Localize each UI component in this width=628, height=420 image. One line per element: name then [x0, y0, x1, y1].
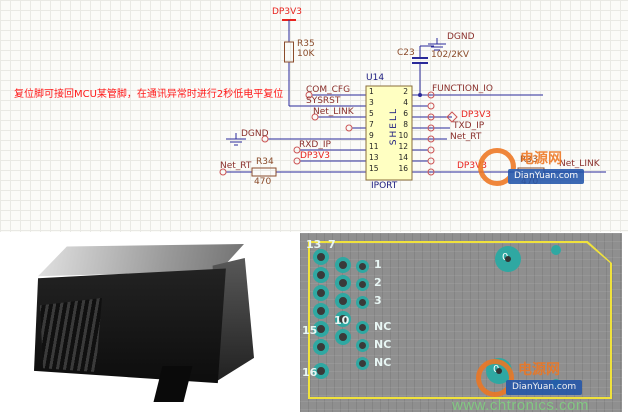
- pad-label: 7: [328, 238, 336, 251]
- pcb-inner-area: [310, 243, 610, 397]
- pin-number: 1: [369, 87, 374, 96]
- pcb-pad: [356, 278, 369, 291]
- pin-number: 10: [398, 131, 408, 140]
- net-label-net-rt-right: Net_RT: [450, 132, 482, 142]
- dianyuan-logo-icon: [478, 148, 516, 186]
- net-label-txd-ip: TXD_IP: [453, 121, 485, 131]
- pcb-pad: [335, 275, 351, 291]
- net-label-dp3v3-left: DP3V3: [300, 151, 330, 161]
- watermark-url: www.chtronics.com: [452, 397, 589, 414]
- pin-number: 5: [369, 109, 374, 118]
- pad-label: NC: [374, 338, 392, 351]
- dianyuan-brand-cn: 电源网: [520, 151, 562, 167]
- pin-number: 4: [403, 98, 408, 107]
- connector-photo: [30, 240, 255, 408]
- net-label-net-link-right: Net_LINK: [559, 159, 600, 169]
- pin-number: 15: [369, 164, 379, 173]
- net-label-function-io: FUNCTION_IO: [432, 84, 493, 94]
- pad-label: 16: [302, 366, 318, 379]
- ic-refdes: U14: [366, 73, 385, 83]
- pad-label: NC: [374, 320, 392, 333]
- pcb-mounting-hole: 0: [495, 246, 521, 272]
- net-label-dp3v3-top: DP3V3: [272, 7, 302, 17]
- ref-r33: R33: [520, 155, 538, 165]
- value-r34: 470: [254, 177, 272, 187]
- drill-mark: [505, 256, 511, 262]
- pin-number: 2: [403, 87, 408, 96]
- pcb-pad: [313, 303, 329, 319]
- ref-c23: C23: [397, 48, 415, 58]
- pcb-pad: [356, 296, 369, 309]
- pad-label: 1: [374, 258, 382, 271]
- pcb-pad: [356, 260, 369, 273]
- pcb-pad: [313, 285, 329, 301]
- dianyuan-logo-icon: [476, 359, 514, 397]
- pin-number: 8: [403, 120, 408, 129]
- pcb-pad: [335, 329, 351, 345]
- pin-number: 11: [369, 142, 379, 151]
- pcb-footprint: 13 7 1 2 3 10 NC NC NC 15 16 0 0: [300, 233, 622, 412]
- ref-r34: R34: [256, 157, 274, 167]
- dianyuan-brand-en: DianYuan.com: [508, 169, 585, 184]
- pad-label: 10: [334, 314, 350, 327]
- pcb-pad: [356, 321, 369, 334]
- pin-number: 9: [369, 131, 374, 140]
- net-label-com-cfg: COM_CFG: [306, 85, 351, 95]
- photo-pin-comb: [40, 298, 102, 372]
- net-label-dgnd-top: DGND: [447, 32, 475, 42]
- annotation-text: 复位脚可接回MCU某管脚，在通讯异常时进行2秒低电平复位: [14, 89, 284, 100]
- pin-number: 14: [398, 153, 408, 162]
- value-c23: 102/2KV: [431, 50, 469, 60]
- net-label-dp3v3-right-mid: DP3V3: [461, 110, 491, 120]
- dianyuan-watermark: 电源网 DianYuan.com: [476, 356, 583, 404]
- pcb-pad: [356, 339, 369, 352]
- pcb-pad: [356, 357, 369, 370]
- pcb-pad: [313, 363, 329, 379]
- net-label-sysrst: SYSRST: [306, 96, 341, 106]
- ic-name: IPORT: [371, 181, 398, 191]
- ref-r35: R35: [297, 39, 315, 49]
- pcb-pad: [335, 257, 351, 273]
- schematic-area: 复位脚可接回MCU某管脚，在通讯异常时进行2秒低电平复位 DP3V3 R35 1…: [0, 0, 628, 232]
- pcb-pad: [335, 311, 351, 327]
- pcb-pad: [313, 339, 329, 355]
- pad-label: 3: [374, 294, 382, 307]
- pad-label: 15: [302, 324, 318, 337]
- value-r35: 10K: [297, 49, 315, 59]
- pad-label: 2: [374, 276, 382, 289]
- dianyuan-brand-en: DianYuan.com: [506, 380, 583, 395]
- net-label-dp3v3-right-bottom: DP3V3: [457, 161, 487, 171]
- pcb-pad: [313, 321, 329, 337]
- net-label-net-rt-left: Net_RT: [220, 161, 252, 171]
- pcb-pad: [335, 293, 351, 309]
- net-label-net-link-left: Net_LINK: [313, 107, 354, 117]
- pcb-via: [551, 245, 561, 255]
- pad-label: NC: [374, 356, 392, 369]
- pad-label: 13: [306, 238, 322, 251]
- net-label-rxd-ip: RXD_IP: [299, 140, 331, 150]
- dianyuan-brand-cn: 电源网: [518, 362, 560, 378]
- pin-number: 13: [369, 153, 379, 162]
- pin-number: 16: [398, 164, 408, 173]
- pcb-pad: [313, 267, 329, 283]
- pin-number: 3: [369, 98, 374, 107]
- pcb-pad: [313, 249, 329, 265]
- dianyuan-watermark: 电源网 DianYuan.com: [478, 145, 585, 193]
- net-label-dgnd-left: DGND: [241, 129, 269, 139]
- pin-number: 6: [403, 109, 408, 118]
- pin-number: 7: [369, 120, 374, 129]
- pin-number: 12: [398, 142, 408, 151]
